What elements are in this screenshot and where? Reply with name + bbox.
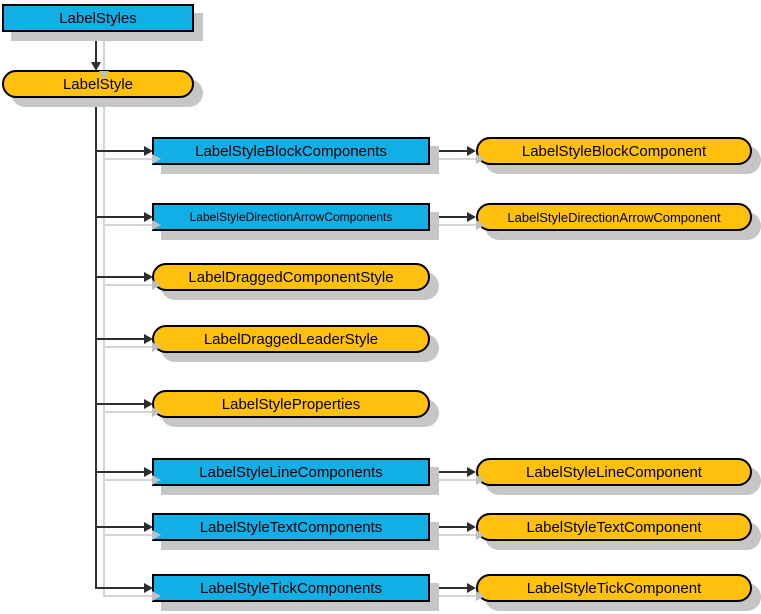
arrow-right-icon <box>467 467 476 477</box>
arrow-right-icon <box>144 522 153 532</box>
link-line <box>430 471 467 473</box>
arrow-right-shadow-icon <box>476 530 485 540</box>
branch-line <box>95 338 144 340</box>
node-label-style-text-component[interactable]: LabelStyleTextComponent <box>476 513 752 541</box>
branch-line-shadow <box>103 346 152 348</box>
node-label-style-direction-arrow-component[interactable]: LabelStyleDirectionArrowComponent <box>476 203 752 231</box>
link-line-shadow <box>439 534 476 536</box>
node-label-style-block-components[interactable]: LabelStyleBlockComponents <box>152 137 430 165</box>
node-label-dragged-component-style[interactable]: LabelDraggedComponentStyle <box>152 263 430 291</box>
arrow-right-shadow-icon <box>152 280 161 290</box>
link-line <box>430 587 467 589</box>
arrow-down-icon <box>91 62 101 71</box>
arrow-right-shadow-icon <box>152 342 161 352</box>
arrow-right-shadow-icon <box>476 154 485 164</box>
node-label-style[interactable]: LabelStyle <box>2 70 194 98</box>
arrow-right-shadow-icon <box>152 591 161 601</box>
arrow-right-icon <box>144 212 153 222</box>
arrow-right-shadow-icon <box>476 220 485 230</box>
link-line <box>430 526 467 528</box>
node-label-style-direction-arrow-components[interactable]: LabelStyleDirectionArrowComponents <box>152 203 430 231</box>
node-label-style-tick-component[interactable]: LabelStyleTickComponent <box>476 574 752 602</box>
arrow-right-icon <box>144 583 153 593</box>
branch-line-shadow <box>103 534 152 536</box>
arrow-right-icon <box>467 146 476 156</box>
arrow-right-icon <box>144 272 153 282</box>
arrow-right-shadow-icon <box>476 591 485 601</box>
branch-line <box>95 276 144 278</box>
node-label-style-tick-components[interactable]: LabelStyleTickComponents <box>152 574 430 602</box>
arrow-right-shadow-icon <box>152 475 161 485</box>
arrow-right-icon <box>144 399 153 409</box>
branch-line <box>95 587 144 589</box>
node-label-style-text-components[interactable]: LabelStyleTextComponents <box>152 513 430 541</box>
connector-root-parent-shadow <box>103 41 105 71</box>
arrow-right-shadow-icon <box>152 220 161 230</box>
node-label-style-block-component[interactable]: LabelStyleBlockComponent <box>476 137 752 165</box>
branch-line <box>95 526 144 528</box>
link-line <box>430 216 467 218</box>
branch-line-shadow <box>103 479 152 481</box>
branch-line <box>95 403 144 405</box>
link-line-shadow <box>439 479 476 481</box>
branch-line-shadow <box>103 284 152 286</box>
node-label-styles[interactable]: LabelStyles <box>2 4 194 32</box>
arrow-right-icon <box>467 583 476 593</box>
node-label-dragged-leader-style[interactable]: LabelDraggedLeaderStyle <box>152 325 430 353</box>
trunk-line <box>95 98 97 589</box>
arrow-right-shadow-icon <box>476 475 485 485</box>
arrow-right-icon <box>144 334 153 344</box>
arrow-right-shadow-icon <box>152 530 161 540</box>
node-label-style-line-components[interactable]: LabelStyleLineComponents <box>152 458 430 486</box>
node-label-style-line-component[interactable]: LabelStyleLineComponent <box>476 458 752 486</box>
arrow-right-icon <box>144 146 153 156</box>
arrow-right-icon <box>144 467 153 477</box>
branch-line <box>95 216 144 218</box>
arrow-right-icon <box>467 522 476 532</box>
link-line-shadow <box>439 595 476 597</box>
link-line <box>430 150 467 152</box>
branch-line-shadow <box>103 411 152 413</box>
branch-line <box>95 471 144 473</box>
branch-line <box>95 150 144 152</box>
link-line-shadow <box>439 224 476 226</box>
link-line-shadow <box>439 158 476 160</box>
arrow-right-shadow-icon <box>152 407 161 417</box>
branch-line-shadow <box>103 158 152 160</box>
connector-root-parent-line <box>95 31 97 62</box>
arrow-right-icon <box>467 212 476 222</box>
branch-line-shadow <box>103 224 152 226</box>
arrow-right-shadow-icon <box>152 154 161 164</box>
branch-line-shadow <box>103 595 152 597</box>
node-label-style-properties[interactable]: LabelStyleProperties <box>152 390 430 418</box>
arrow-down-shadow-icon <box>99 71 109 80</box>
trunk-line-shadow <box>103 107 105 597</box>
